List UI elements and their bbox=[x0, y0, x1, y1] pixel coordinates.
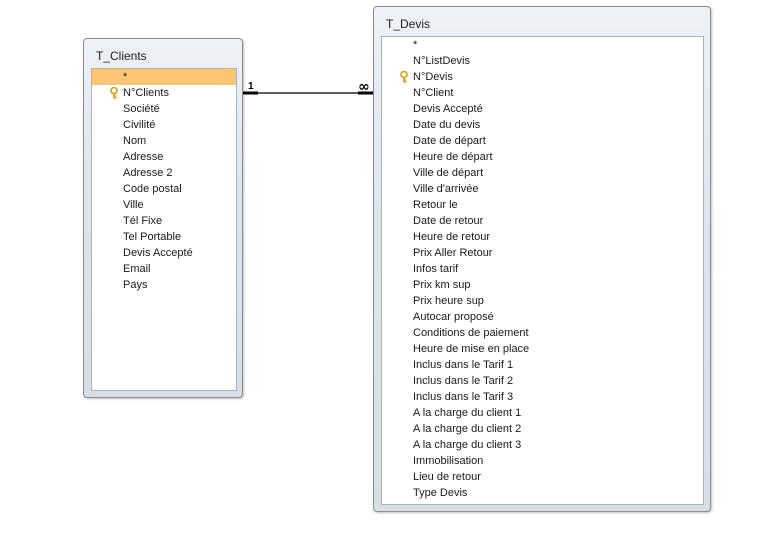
field-name: Devis Accepté bbox=[123, 247, 193, 259]
field-row[interactable]: A la charge du client 1 bbox=[382, 405, 703, 421]
field-name: Conditions de paiement bbox=[413, 327, 529, 339]
field-name: A la charge du client 1 bbox=[413, 407, 522, 419]
field-name: Email bbox=[123, 263, 151, 275]
field-row[interactable]: Heure de départ bbox=[382, 149, 703, 165]
field-row-all[interactable]: * bbox=[382, 37, 703, 53]
field-row[interactable]: Inclus dans le Tarif 1 bbox=[382, 357, 703, 373]
field-row[interactable]: Civilité bbox=[92, 117, 236, 133]
field-row[interactable]: Code postal bbox=[92, 181, 236, 197]
field-row[interactable]: Adresse bbox=[92, 149, 236, 165]
field-row[interactable]: N°Clients bbox=[92, 85, 236, 101]
field-name: Code postal bbox=[123, 183, 182, 195]
field-row[interactable]: A la charge du client 3 bbox=[382, 437, 703, 453]
field-row[interactable]: Ville de départ bbox=[382, 165, 703, 181]
field-name: Ville d'arrivée bbox=[413, 183, 479, 195]
field-name: Autocar proposé bbox=[413, 311, 494, 323]
field-name: Nom bbox=[123, 135, 147, 147]
field-row[interactable]: Prix heure sup bbox=[382, 293, 703, 309]
field-row[interactable]: Tel Portable bbox=[92, 229, 236, 245]
field-name: * bbox=[123, 71, 128, 83]
field-row[interactable]: Email bbox=[92, 261, 236, 277]
table-title: T_Clients bbox=[96, 49, 147, 63]
field-name: Pays bbox=[123, 279, 148, 291]
relationship-one-label: 1 bbox=[248, 81, 254, 92]
field-name: Inclus dans le Tarif 1 bbox=[413, 359, 514, 371]
field-name: A la charge du client 3 bbox=[413, 439, 522, 451]
field-row[interactable]: Devis Accepté bbox=[382, 101, 703, 117]
field-row[interactable]: Lieu de retour bbox=[382, 469, 703, 485]
field-row[interactable]: Pays bbox=[92, 277, 236, 293]
field-name: A la charge du client 2 bbox=[413, 423, 522, 435]
field-name: Prix heure sup bbox=[413, 295, 484, 307]
key-icon bbox=[110, 87, 118, 99]
field-row[interactable]: Adresse 2 bbox=[92, 165, 236, 181]
field-row[interactable]: Type Devis bbox=[382, 485, 703, 501]
field-name: Type Devis bbox=[413, 487, 468, 499]
field-name: Inclus dans le Tarif 2 bbox=[413, 375, 514, 387]
field-row[interactable]: Conditions de paiement bbox=[382, 325, 703, 341]
field-row[interactable]: Inclus dans le Tarif 2 bbox=[382, 373, 703, 389]
field-name: Société bbox=[123, 103, 160, 115]
field-row[interactable]: Date de retour bbox=[382, 213, 703, 229]
field-name: Ville bbox=[123, 199, 144, 211]
field-name: Prix km sup bbox=[413, 279, 471, 291]
field-name: Prix Aller Retour bbox=[413, 247, 493, 259]
field-name: Civilité bbox=[123, 119, 156, 131]
field-name: Inclus dans le Tarif 3 bbox=[413, 391, 514, 403]
field-row[interactable]: Tél Fixe bbox=[92, 213, 236, 229]
field-row[interactable]: N°ListDevis bbox=[382, 53, 703, 69]
field-name: * bbox=[413, 39, 418, 51]
field-row[interactable]: Prix Aller Retour bbox=[382, 245, 703, 261]
field-row-all[interactable]: * bbox=[92, 69, 236, 85]
field-row[interactable]: Société bbox=[92, 101, 236, 117]
table-title: T_Devis bbox=[386, 17, 431, 31]
field-name: Date de retour bbox=[413, 215, 484, 227]
field-name: N°Clients bbox=[123, 87, 169, 99]
relationship-many-label: ∞ bbox=[358, 79, 370, 95]
field-row[interactable]: Date de départ bbox=[382, 133, 703, 149]
field-row[interactable]: Autocar proposé bbox=[382, 309, 703, 325]
field-name: Date de départ bbox=[413, 135, 486, 147]
field-row[interactable]: Immobilisation bbox=[382, 453, 703, 469]
field-name: N°Devis bbox=[413, 71, 453, 83]
field-name: Tél Fixe bbox=[123, 215, 163, 227]
field-name: Adresse 2 bbox=[123, 167, 173, 179]
field-name: Heure de retour bbox=[413, 231, 491, 243]
field-name: Tel Portable bbox=[123, 231, 182, 243]
field-name: Lieu de retour bbox=[413, 471, 481, 483]
field-name: Adresse bbox=[123, 151, 164, 163]
field-name: Immobilisation bbox=[413, 455, 484, 467]
field-name: Date du devis bbox=[413, 119, 481, 131]
field-row[interactable]: Retour le bbox=[382, 197, 703, 213]
field-row[interactable]: N°Devis bbox=[382, 69, 703, 85]
field-name: Infos tarif bbox=[413, 263, 459, 275]
field-row[interactable]: Date du devis bbox=[382, 117, 703, 133]
field-row[interactable]: Infos tarif bbox=[382, 261, 703, 277]
field-row[interactable]: Nom bbox=[92, 133, 236, 149]
field-name: N°Client bbox=[413, 87, 454, 99]
field-name: N°ListDevis bbox=[413, 55, 470, 67]
field-row[interactable]: Ville bbox=[92, 197, 236, 213]
field-row[interactable]: N°Client bbox=[382, 85, 703, 101]
field-row[interactable]: Devis Accepté bbox=[92, 245, 236, 261]
field-name: Heure de mise en place bbox=[413, 343, 530, 355]
field-name: Retour le bbox=[413, 199, 458, 211]
field-row[interactable]: A la charge du client 2 bbox=[382, 421, 703, 437]
field-row[interactable]: Prix km sup bbox=[382, 277, 703, 293]
field-name: Heure de départ bbox=[413, 151, 493, 163]
field-row[interactable]: Ville d'arrivée bbox=[382, 181, 703, 197]
field-row[interactable]: Inclus dans le Tarif 3 bbox=[382, 389, 703, 405]
field-row[interactable]: Heure de retour bbox=[382, 229, 703, 245]
field-row[interactable]: Heure de mise en place bbox=[382, 341, 703, 357]
key-icon bbox=[400, 71, 408, 83]
field-name: Ville de départ bbox=[413, 167, 484, 179]
field-name: Devis Accepté bbox=[413, 103, 483, 115]
